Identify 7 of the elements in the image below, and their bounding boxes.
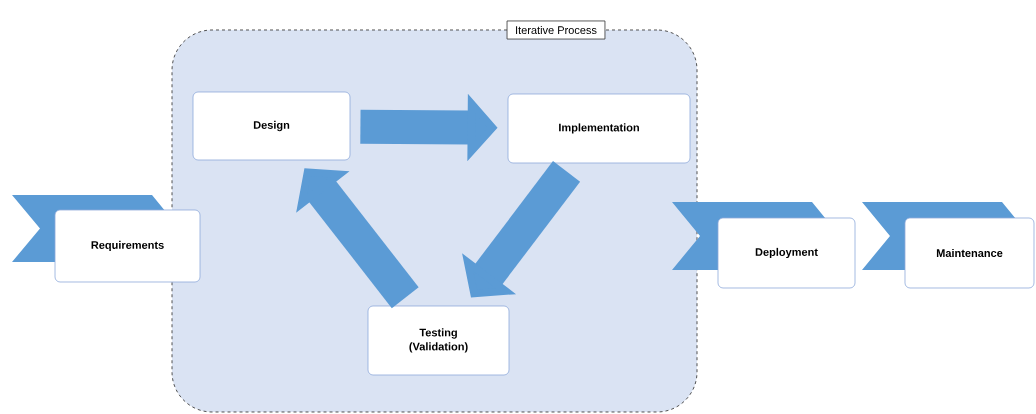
chevron-step: Requirements (12, 195, 201, 283)
block-arrow (296, 168, 419, 309)
process-box: Implementation (507, 93, 691, 164)
chevron-step: Deployment (672, 202, 856, 289)
process-box: Design (192, 91, 351, 161)
process-box: Testing (Validation) (367, 305, 510, 376)
chevron-step: Maintenance (862, 202, 1035, 289)
